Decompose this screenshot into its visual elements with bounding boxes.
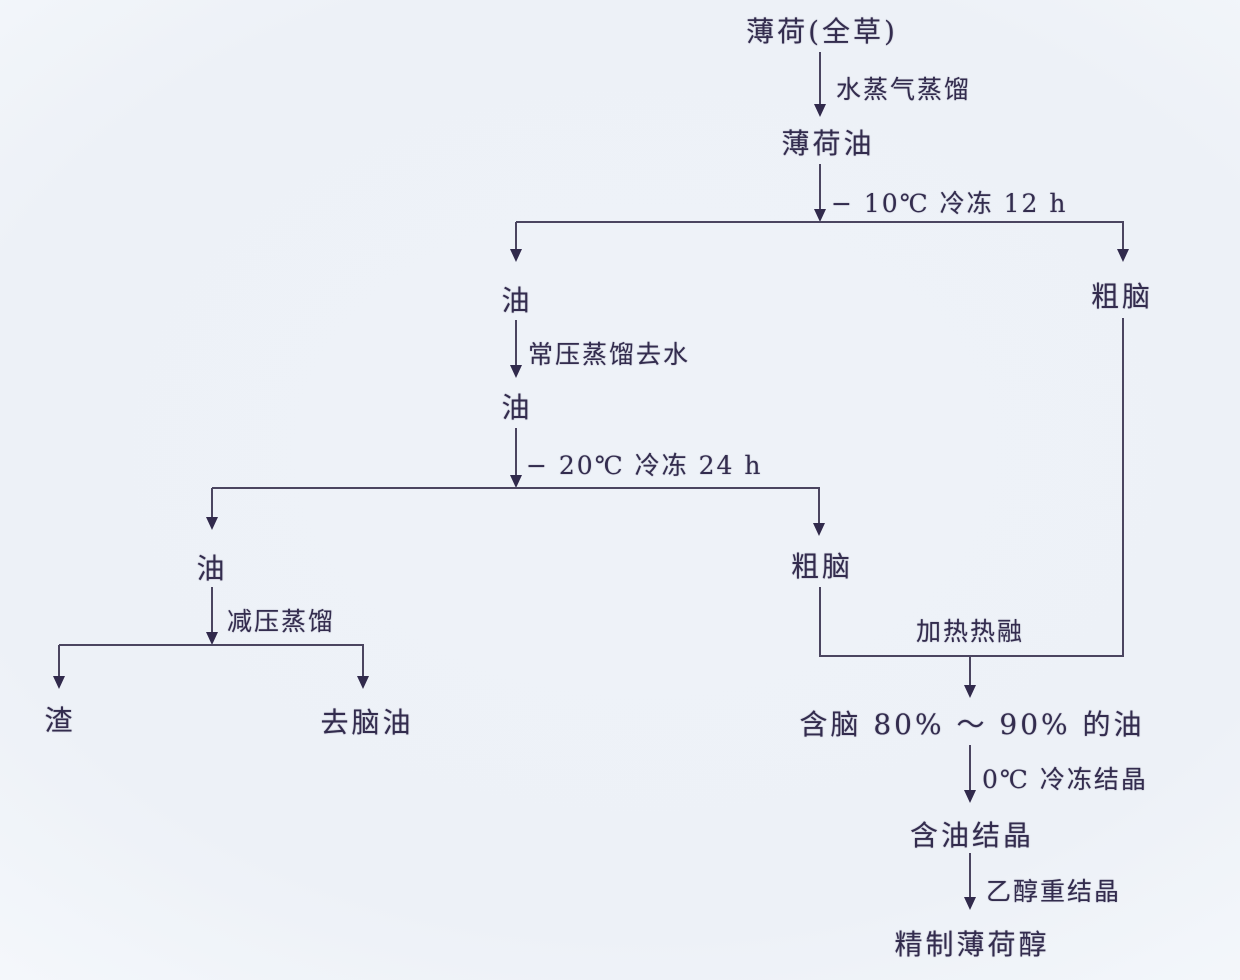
arrowhead-split1 — [814, 209, 826, 222]
arrowhead-oil2 — [510, 365, 522, 378]
arrowhead-crystals — [964, 790, 976, 803]
arrowhead-oil3 — [206, 517, 218, 530]
label-ethanol-recrystallization: 乙醇重结晶 — [986, 877, 1122, 906]
connector-oil1-to-oil2 — [515, 320, 517, 367]
connector-crystals-to-refined — [969, 853, 971, 899]
connector-crude1-to-merge — [1122, 318, 1124, 657]
connector-oil2-to-split2 — [515, 428, 517, 477]
arrowhead-oil1 — [510, 249, 522, 262]
node-menthol-80-90-oil: 含脑 80% ～ 90% 的油 — [799, 708, 1145, 741]
arrowhead-dementholized — [357, 676, 369, 689]
node-mint-oil: 薄荷油 — [781, 127, 875, 160]
label-steam-distillation: 水蒸气蒸馏 — [836, 75, 972, 104]
connector-split1-to-crude1 — [1122, 222, 1124, 251]
node-crude-menthol-1: 粗脑 — [1090, 280, 1154, 313]
split1-horizontal-line — [516, 221, 1124, 223]
connector-mint-to-mintoil — [819, 52, 821, 106]
arrowhead-mintoil — [814, 104, 826, 117]
connector-oil8090-to-crystals — [969, 745, 971, 792]
node-residue: 渣 — [44, 704, 76, 737]
arrowhead-crude1 — [1117, 249, 1129, 262]
connector-split2-to-crude2 — [818, 488, 820, 525]
node-oil-bearing-crystals: 含油结晶 — [909, 819, 1035, 852]
connector-oil3-to-split3 — [211, 587, 213, 634]
node-dementholized-oil: 去脑油 — [320, 706, 414, 739]
node-refined-menthol: 精制薄荷醇 — [894, 928, 1050, 961]
arrowhead-residue — [53, 676, 65, 689]
node-oil-after-dewatering: 油 — [501, 391, 533, 424]
merge-horizontal-line — [819, 655, 1124, 657]
node-oil-after-second-freeze: 油 — [196, 552, 228, 585]
connector-split2-to-oil3 — [211, 488, 213, 519]
arrowhead-split2 — [510, 475, 522, 488]
split2-horizontal-line — [212, 487, 820, 489]
connector-mintoil-to-split1 — [819, 164, 821, 212]
connector-split3-to-dementholized — [362, 645, 364, 678]
arrowhead-split3 — [206, 632, 218, 645]
arrowhead-crude2 — [813, 523, 825, 536]
arrowhead-oil8090 — [964, 685, 976, 698]
label-freeze-crystallization-0c: 0℃ 冷冻结晶 — [982, 765, 1148, 794]
connector-crude2-to-merge — [819, 587, 821, 657]
label-freeze-minus-10c-12h: − 10℃ 冷冻 12 h — [831, 189, 1068, 218]
connector-merge-to-oil8090 — [969, 656, 971, 687]
label-vacuum-distillation: 减压蒸馏 — [227, 607, 336, 636]
split3-horizontal-line — [59, 644, 364, 646]
arrowhead-refined-menthol — [964, 897, 976, 910]
label-atmospheric-distill-dewater: 常压蒸馏去水 — [528, 340, 691, 369]
connector-split3-to-residue — [58, 645, 60, 678]
node-mint-whole-plant: 薄荷(全草) — [746, 15, 898, 48]
connector-split1-to-oil1 — [515, 222, 517, 251]
label-heat-melting: 加热热融 — [916, 617, 1025, 646]
label-freeze-minus-20c-24h: − 20℃ 冷冻 24 h — [526, 451, 763, 480]
node-oil-after-first-freeze: 油 — [501, 284, 533, 317]
node-crude-menthol-2: 粗脑 — [790, 550, 854, 583]
